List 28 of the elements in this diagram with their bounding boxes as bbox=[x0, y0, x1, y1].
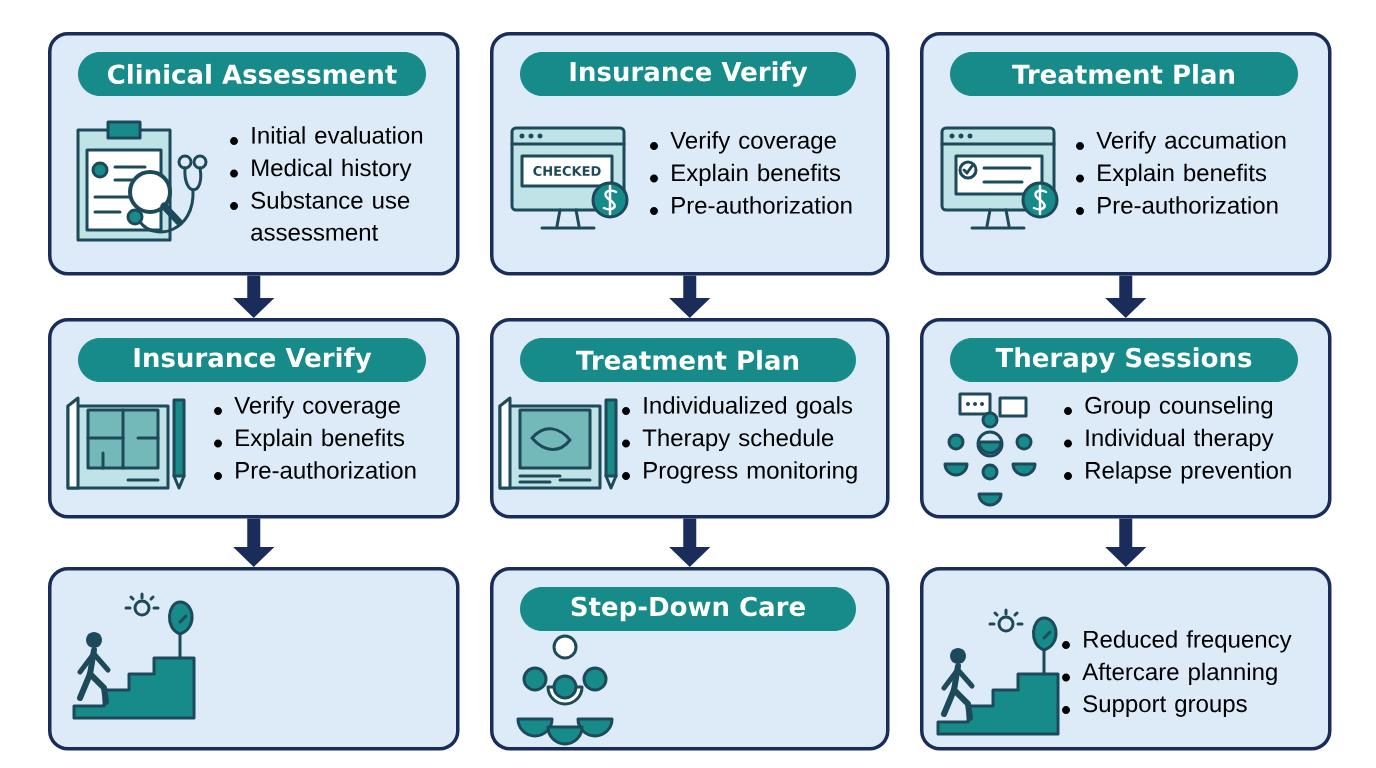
bullet-item: Reduced frequency bbox=[1062, 630, 1292, 653]
bullet-item: Substance use assessment bbox=[230, 191, 410, 241]
bullet-item: Individualized goals bbox=[622, 396, 853, 419]
bullet-item: Explain benefits bbox=[1076, 163, 1267, 187]
bullet-item: Relapse prevention bbox=[1064, 461, 1291, 484]
title-pill: Treatment Plan bbox=[950, 52, 1298, 96]
bullet-item: Verify coverage bbox=[650, 131, 836, 154]
bullet-item: Progress monitoring bbox=[622, 461, 857, 484]
title-pill: Insurance Verify bbox=[78, 338, 426, 382]
bullet-item: Pre-authorization bbox=[650, 196, 852, 215]
bullet-item: Group counseling bbox=[1064, 396, 1273, 419]
bullet-item: Verify coverage bbox=[214, 396, 400, 419]
bullet-item: Aftercare planning bbox=[1062, 662, 1277, 686]
bullet-item: Individual therapy bbox=[1064, 428, 1274, 452]
title-pill: Step-Down Care bbox=[520, 587, 856, 631]
bullet-item: Verify accumation bbox=[1076, 131, 1286, 154]
bullet-item: Initial evaluation bbox=[230, 126, 423, 145]
title-pill: Treatment Plan bbox=[520, 338, 856, 382]
bullet-item: Pre-authorization bbox=[1076, 196, 1278, 215]
title-pill: Insurance Verify bbox=[520, 52, 856, 96]
bullet-item: Pre-authorization bbox=[214, 461, 416, 480]
title-pill: Therapy Sessions bbox=[950, 338, 1298, 382]
title-pill: Clinical Assessment bbox=[78, 52, 426, 96]
bullet-item: Support groups bbox=[1062, 695, 1247, 717]
bullet-item: Explain benefits bbox=[214, 428, 405, 452]
bullet-item: Medical history bbox=[230, 158, 412, 182]
bullet-item: Therapy schedule bbox=[622, 428, 834, 452]
bullet-item: Explain benefits bbox=[650, 163, 841, 187]
